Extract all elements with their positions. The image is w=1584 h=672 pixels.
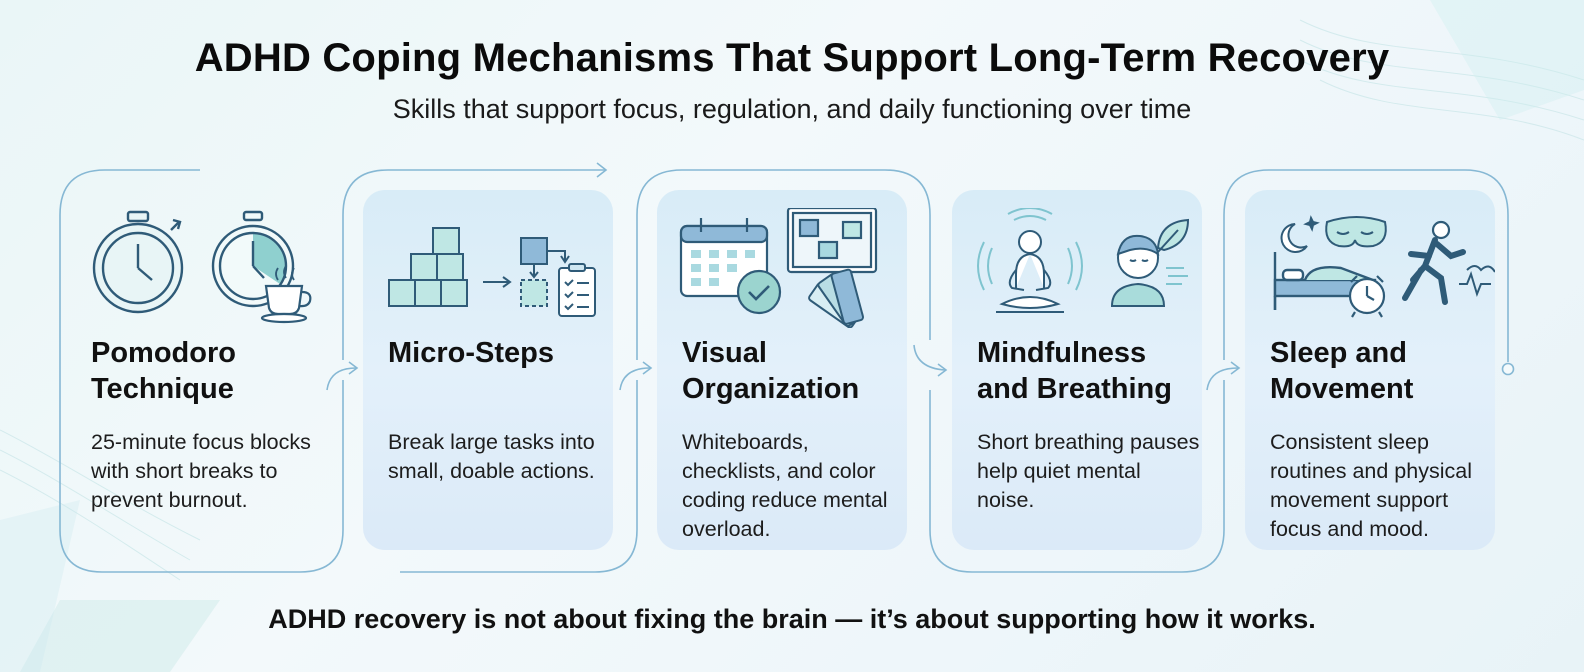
visual-organization-icons xyxy=(679,208,878,328)
calendar-icon xyxy=(679,218,782,315)
sleep-mask-icon xyxy=(1325,216,1387,248)
pomodoro-icons xyxy=(92,210,312,324)
step-title: Micro-Steps xyxy=(388,337,554,369)
checklist-icon xyxy=(558,263,596,317)
step-description: 25-minute focus blocks with short breaks… xyxy=(91,430,311,512)
step-description: Break large tasks into small, doable act… xyxy=(388,430,595,483)
mindfulness-icons xyxy=(977,208,1190,313)
step-description: Consistent sleep routines and physical m… xyxy=(1270,430,1472,541)
alarm-clock-icon xyxy=(1348,275,1386,318)
page-title: ADHD Coping Mechanisms That Support Long… xyxy=(194,36,1390,80)
runner-icon xyxy=(1402,220,1495,305)
timer-icon xyxy=(92,210,184,314)
meditation-icon xyxy=(977,208,1083,313)
coffee-cup-icon xyxy=(260,265,312,324)
stacked-blocks-icon xyxy=(388,227,468,307)
flow-steps-icon xyxy=(483,237,570,307)
color-swatch-icon xyxy=(808,268,865,328)
moon-stars-icon xyxy=(1280,215,1320,253)
breathing-face-icon xyxy=(1110,234,1188,307)
micro-steps-icons xyxy=(388,227,596,317)
step-description: Short breathing pauses help quiet mental… xyxy=(977,430,1200,512)
sleep-movement-icons xyxy=(1273,215,1495,318)
step-description: Whiteboards, checklists, and color codin… xyxy=(682,430,888,541)
leaf-icon xyxy=(1156,218,1190,253)
whiteboard-icon xyxy=(786,208,878,274)
page-subtitle: Skills that support focus, regulation, a… xyxy=(392,94,1192,124)
card-background xyxy=(363,190,613,550)
step-card-micro-steps: Micro-Steps Break large tasks into small… xyxy=(363,190,613,550)
footer-message: ADHD recovery is not about fixing the br… xyxy=(268,604,1316,634)
